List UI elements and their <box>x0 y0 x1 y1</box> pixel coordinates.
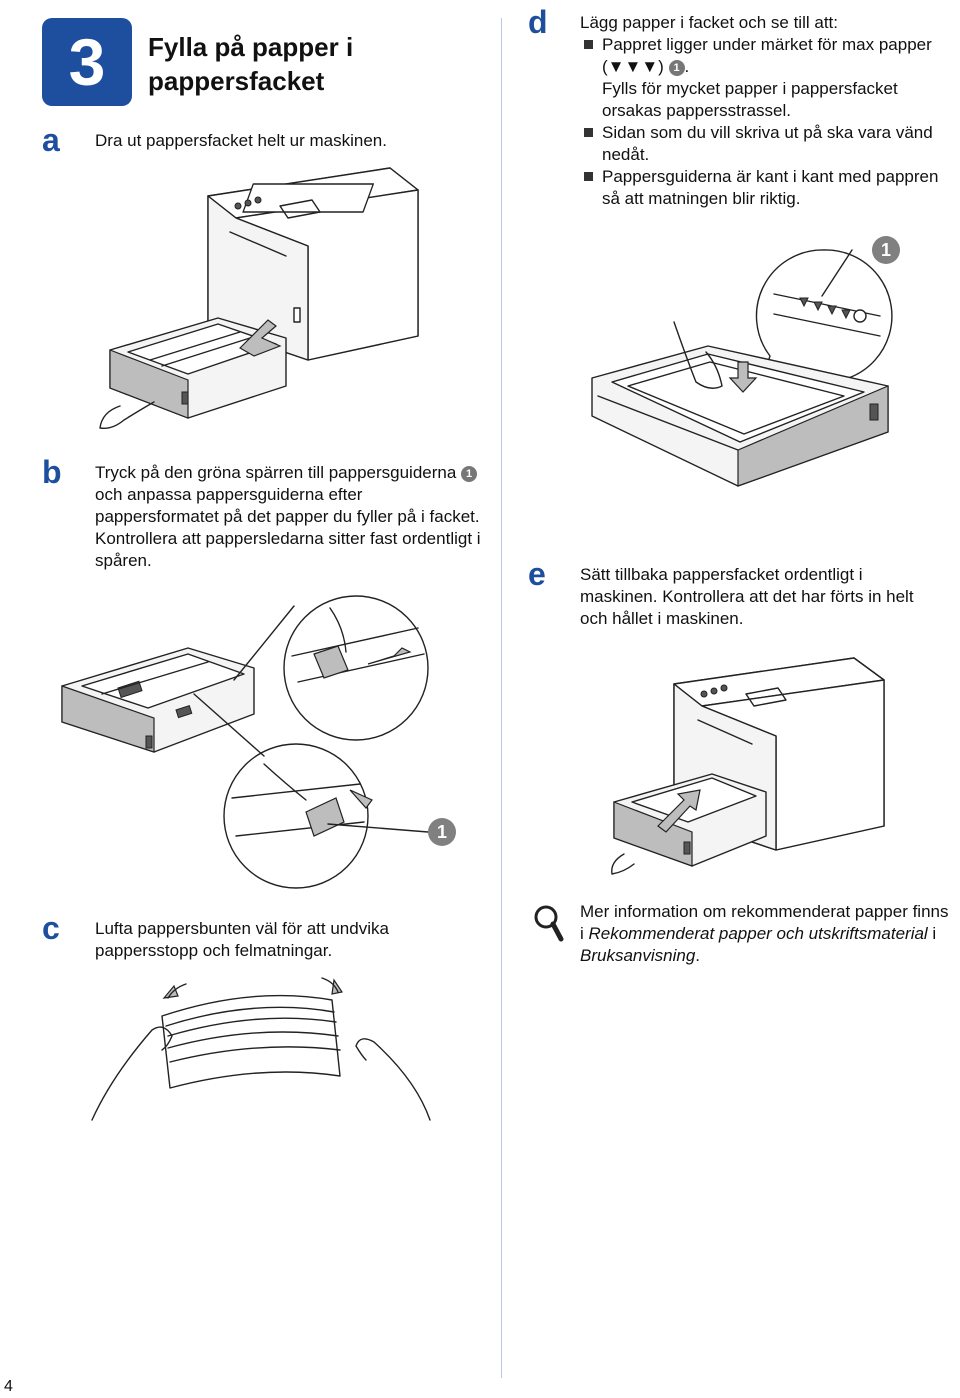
step-d-checklist: Pappret ligger under märket för max papp… <box>580 34 958 210</box>
step-d-intro: Lägg papper i facket och se till att: <box>580 13 838 32</box>
figure-pull-out-tray <box>99 167 419 430</box>
bullet-square-icon <box>584 172 593 181</box>
step-letter-e: e <box>528 556 546 592</box>
figure-load-paper <box>591 249 893 487</box>
checklist-item: Pappersguiderna är kant i kant med pappr… <box>580 166 958 210</box>
step-a-text: Dra ut pappersfacket helt ur maskinen. <box>95 131 387 150</box>
step-letter-c: c <box>42 910 60 946</box>
step-b-text-1: Tryck på den gröna spärren till pappersg… <box>95 463 457 482</box>
step-title: Fylla på papper i pappersfacket <box>148 32 354 96</box>
checklist-item: Sidan som du vill skriva ut på ska vara … <box>580 122 958 166</box>
note-text-1: Mer information om rekommenderat papper … <box>580 902 949 943</box>
bullet-square-icon <box>584 128 593 137</box>
checklist-item: Pappret ligger under märket för max papp… <box>580 34 958 122</box>
callout-marker-large: 1 <box>872 236 900 264</box>
checklist-item-text: Sidan som du vill skriva ut på ska vara … <box>602 123 933 164</box>
callout-marker-large: 1 <box>428 818 456 846</box>
note-text-3: . <box>695 946 701 965</box>
note-italic-1: Rekommenderat papper och utskriftsmateri… <box>588 924 928 943</box>
checklist-item-end: . <box>684 57 690 76</box>
callout-marker: 1 <box>461 466 478 482</box>
column-divider <box>501 18 502 1378</box>
step-c-text: Lufta pappersbunten väl för att undvika … <box>95 919 389 960</box>
step-d-text: Lägg papper i facket och se till att: Pa… <box>580 12 958 210</box>
callout-marker: 1 <box>668 60 685 76</box>
figure-insert-tray <box>611 657 885 875</box>
step-letter-b: b <box>42 454 62 490</box>
page-number: 4 <box>4 1378 13 1395</box>
magnifier-icon <box>534 905 564 942</box>
step-b-text: Tryck på den gröna spärren till pappersg… <box>95 462 485 572</box>
figure-adjust-guides <box>61 595 429 889</box>
checklist-item-text: Pappersguiderna är kant i kant med pappr… <box>602 167 939 208</box>
step-e-text: Sätt tillbaka pappersfacket ordentligt i… <box>580 565 914 628</box>
step-letter-d: d <box>528 4 548 40</box>
checklist-item-note: Fylls för mycket papper i pappersfacket … <box>602 79 898 120</box>
figure-fan-paper <box>91 977 431 1121</box>
step-b-text-2: och anpassa pappersguiderna efter papper… <box>95 485 481 570</box>
checklist-item-text: Pappret ligger under märket för max papp… <box>602 35 932 76</box>
step-number-badge: 3 <box>42 18 132 106</box>
note-text: Mer information om rekommenderat papper … <box>580 901 950 967</box>
note-text-2: i <box>927 924 937 943</box>
bullet-square-icon <box>584 40 593 49</box>
note-italic-2: Bruksanvisning <box>580 946 696 965</box>
step-letter-a: a <box>42 122 60 158</box>
